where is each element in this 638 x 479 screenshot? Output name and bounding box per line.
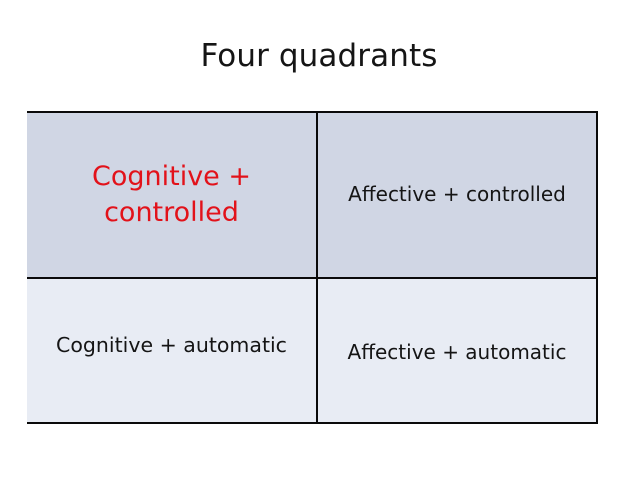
page-title: Four quadrants — [200, 38, 438, 74]
quadrant-table: Cognitive + controlled Affective + contr… — [27, 111, 598, 424]
table-row-automatic: Cognitive + automatic Affective + automa… — [27, 278, 596, 422]
quadrant-cell-affective-controlled[interactable]: Affective + controlled — [318, 113, 596, 277]
quadrant-label-cognitive-automatic: Cognitive + automatic — [56, 332, 287, 357]
table-row-controlled: Cognitive + controlled Affective + contr… — [27, 113, 596, 279]
quadrant-label-affective-controlled: Affective + controlled — [348, 182, 566, 207]
quadrant-label-affective-automatic: Affective + automatic — [347, 339, 567, 364]
quadrant-cell-cognitive-automatic[interactable]: Cognitive + automatic — [27, 278, 318, 422]
quadrant-cell-affective-automatic[interactable]: Affective + automatic — [318, 279, 596, 422]
quadrant-label-cognitive-controlled: Cognitive + controlled — [91, 160, 251, 228]
quadrant-cell-cognitive-controlled[interactable]: Cognitive + controlled — [27, 113, 318, 277]
